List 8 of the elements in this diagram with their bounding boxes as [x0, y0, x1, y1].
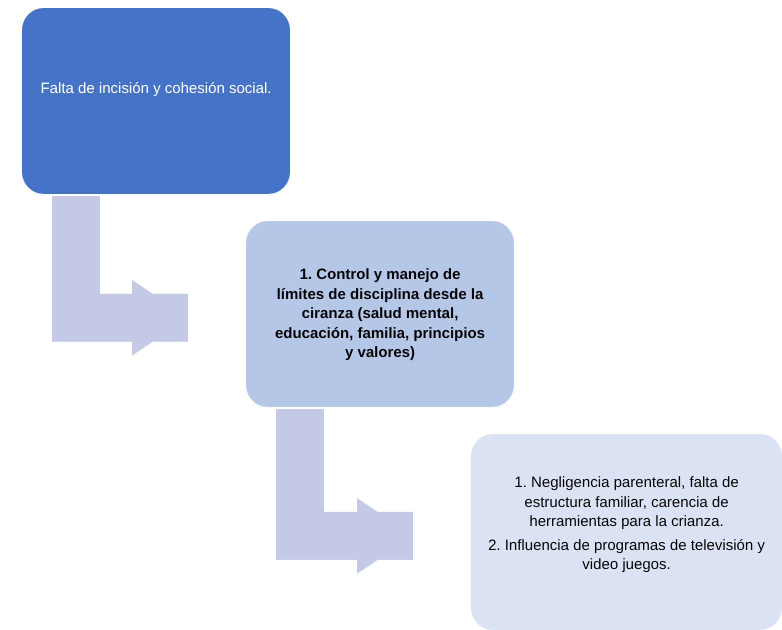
process-box: [246, 221, 514, 407]
bent-arrow: [276, 409, 413, 574]
box-text: 1. Control y manejo de límites de disciplina desde la ciranza (salud mental, educación, familia, principios y valores): [274, 265, 486, 363]
box-text: 2. Influencia de programas de televisión y video juegos.: [487, 536, 766, 575]
process-box: [471, 434, 782, 630]
process-box: [22, 8, 290, 194]
box-text: 1. Negligencia parenteral, falta de estructura familiar, carencia de herramientas para la crianza.: [513, 473, 740, 532]
box-text: Falta de incisión y cohesión social.: [40, 79, 272, 99]
